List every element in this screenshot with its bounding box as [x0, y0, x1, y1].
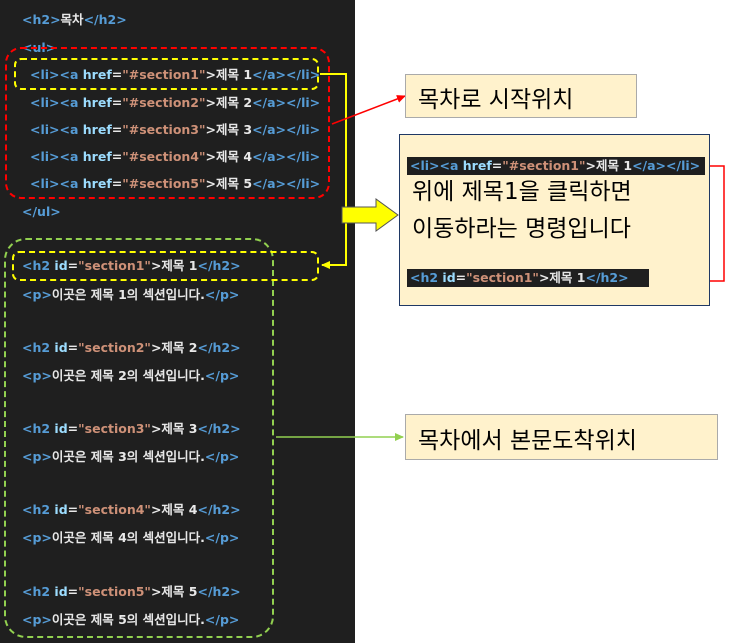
info-h2-code: <h2 id="section1">제목 1</h2>: [407, 269, 649, 287]
code-line-section-heading: <h2 id="section3">제목 3</h2>: [22, 421, 241, 436]
code-line-section-heading: <h2 id="section5">제목 5</h2>: [22, 584, 241, 599]
code-line-section-heading: <h2 id="section4">제목 4</h2>: [22, 502, 241, 517]
code-line-section-paragraph: <p>이곳은 제목 4의 섹션입니다.</p>: [22, 530, 240, 545]
code-line-section-paragraph: <p>이곳은 제목 3의 섹션입니다.</p>: [22, 449, 240, 464]
body-arrival-label: 목차에서 본문도착위치: [405, 414, 718, 460]
code-line-toc-item: <li><a href="#section4">제목 4</a></li>: [30, 149, 321, 164]
body-green-dashed-box: [4, 238, 274, 638]
code-line-section-heading: <h2 id="section2">제목 2</h2>: [22, 340, 241, 355]
toc-start-label-text: 목차로 시작위치: [418, 87, 574, 113]
code-editor-panel: <h2>목차</h2> <ul> <li><a href="#section1"…: [0, 0, 355, 643]
toc-start-label: 목차로 시작위치: [405, 74, 637, 118]
explanation-box: <li><a href="#section1">제목 1</a></li> 위에…: [399, 134, 710, 306]
red-arrow-to-toc-label: [331, 95, 406, 125]
code-line-toc-item: <li><a href="#section3">제목 3</a></li>: [30, 122, 321, 137]
code-line-section-heading: <h2 id="section1">제목 1</h2>: [22, 258, 241, 273]
explanation-line-1: 위에 제목1을 클릭하면: [412, 179, 632, 205]
section1-yellow-box: [12, 251, 319, 281]
info-li-code: <li><a href="#section1">제목 1</a></li>: [407, 157, 705, 175]
code-line-section-paragraph: <p>이곳은 제목 2의 섹션입니다.</p>: [22, 368, 240, 383]
code-line-ul-close: </ul>: [22, 204, 61, 219]
explanation-line-2: 이동하라는 명령입니다: [412, 216, 631, 242]
toc-red-dashed-box: [5, 47, 330, 199]
code-line-toc-item: <li><a href="#section1">제목 1</a></li>: [30, 67, 321, 82]
code-line-h2-toc: <h2>목차</h2>: [22, 12, 127, 27]
code-line-toc-item: <li><a href="#section2">제목 2</a></li>: [30, 95, 321, 110]
yellow-block-arrow: [341, 198, 399, 232]
code-line-section-paragraph: <p>이곳은 제목 1의 섹션입니다.</p>: [22, 287, 240, 302]
code-line-toc-item: <li><a href="#section5">제목 5</a></li>: [30, 176, 321, 191]
body-arrival-label-text: 목차에서 본문도착위치: [418, 428, 637, 454]
code-line-section-paragraph: <p>이곳은 제목 5의 섹션입니다.</p>: [22, 612, 240, 627]
toc-item1-yellow-box: [14, 58, 319, 90]
yellow-link-connector: [320, 73, 347, 269]
